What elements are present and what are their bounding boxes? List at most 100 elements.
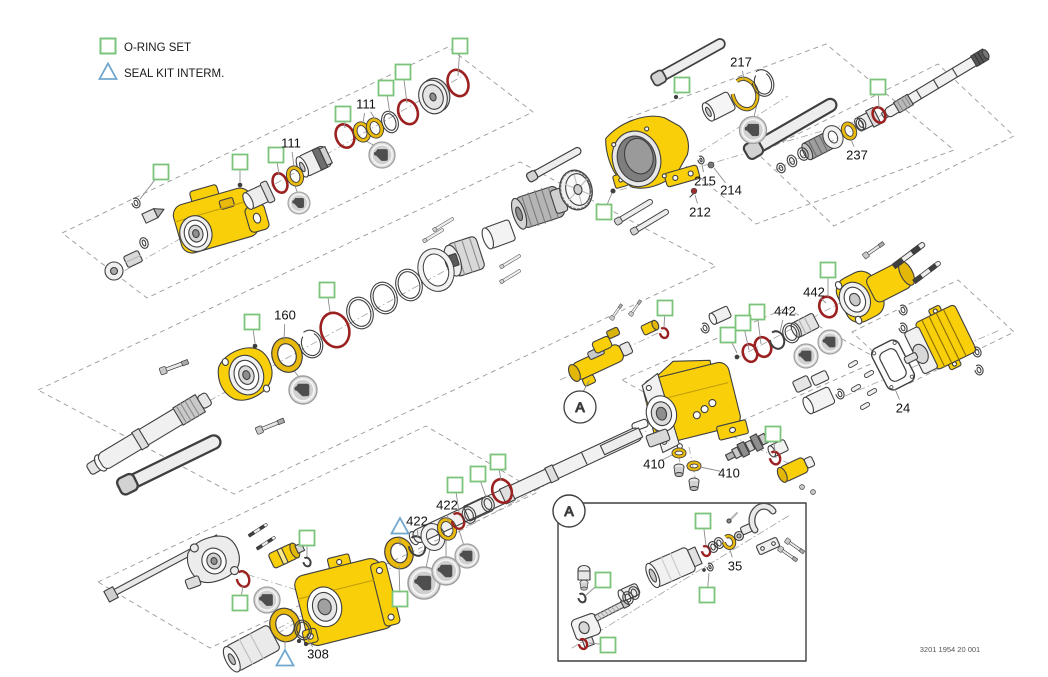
assembly-bellhousing bbox=[605, 34, 841, 237]
piston-shoe-icon bbox=[288, 375, 318, 405]
o-ring-set-marker bbox=[764, 425, 782, 443]
ring-part bbox=[381, 110, 399, 134]
callout-markers-layer bbox=[139, 37, 887, 667]
ring-part bbox=[835, 388, 845, 400]
o-ring-set-marker bbox=[243, 313, 261, 331]
ring-part bbox=[131, 197, 141, 209]
small-part-dot bbox=[303, 641, 309, 647]
part-number-label: 215 bbox=[694, 174, 716, 189]
o-ring-set-marker bbox=[267, 146, 285, 164]
ring-part bbox=[706, 562, 714, 572]
o-ring-set-marker bbox=[656, 299, 674, 317]
small-part-dot bbox=[799, 484, 805, 490]
leader-line bbox=[398, 565, 401, 591]
leader-line bbox=[455, 493, 460, 513]
ring-part bbox=[707, 541, 719, 553]
ring-part bbox=[461, 506, 477, 524]
ring-part bbox=[751, 69, 775, 97]
ring-part bbox=[797, 147, 809, 161]
leader-line bbox=[276, 163, 280, 176]
o-ring-set-marker bbox=[599, 636, 617, 654]
o-ring-set-marker bbox=[694, 512, 712, 530]
o-ring-set-marker bbox=[673, 76, 691, 94]
ring-part bbox=[628, 586, 640, 600]
leader-line bbox=[699, 466, 721, 472]
ring-part bbox=[302, 556, 312, 568]
leader-line bbox=[252, 330, 256, 344]
assembly-top-left-motor bbox=[104, 77, 451, 281]
ring-part bbox=[298, 329, 324, 359]
document-number: 3201 1954 20 001 bbox=[920, 645, 980, 654]
relief-valve bbox=[776, 456, 816, 483]
part-number-label: 308 bbox=[307, 647, 329, 662]
o-ring-set-marker bbox=[152, 163, 170, 181]
small-part-dot bbox=[810, 489, 816, 495]
part-number-label: 160 bbox=[274, 308, 296, 323]
part-number-label: 422 bbox=[406, 514, 428, 529]
ring-part bbox=[370, 281, 398, 315]
ring-part bbox=[871, 106, 887, 124]
ring-part bbox=[346, 296, 374, 330]
ring-part bbox=[139, 237, 149, 249]
gear-pump-24 bbox=[903, 304, 977, 375]
motor-housing bbox=[172, 184, 270, 254]
leader-line bbox=[877, 95, 880, 109]
leader-line bbox=[713, 167, 726, 184]
inset-detail-box: A bbox=[552, 494, 807, 662]
ring-part bbox=[776, 162, 786, 174]
leader-line bbox=[457, 54, 460, 77]
part-number-label: 237 bbox=[846, 148, 868, 163]
ring-part bbox=[817, 295, 839, 319]
ring-part bbox=[730, 76, 760, 112]
o-ring-set-marker bbox=[231, 594, 249, 612]
piston-shoe-icon bbox=[253, 586, 281, 614]
small-parts-layer bbox=[237, 94, 816, 647]
leader-line bbox=[731, 342, 738, 354]
ring-part bbox=[898, 322, 908, 334]
o-ring-set-marker bbox=[446, 476, 464, 494]
ring-part bbox=[319, 311, 351, 349]
ring-part bbox=[269, 607, 301, 643]
part-number-label: 35 bbox=[728, 559, 742, 574]
leader-line bbox=[139, 178, 157, 200]
leader-line bbox=[773, 442, 776, 453]
seal-kit-marker bbox=[274, 648, 296, 667]
part-number-label: 217 bbox=[730, 55, 752, 70]
leader-line bbox=[480, 481, 487, 498]
o-ring-set-marker bbox=[819, 261, 837, 279]
o-ring-set-marker bbox=[594, 571, 612, 589]
part-labels-layer: 1111112172372152142121604424422441041042… bbox=[274, 55, 910, 662]
o-ring-set-marker bbox=[489, 453, 507, 471]
small-part-dot bbox=[237, 182, 243, 188]
ring-part bbox=[840, 121, 858, 141]
small-part-dot bbox=[734, 354, 740, 360]
drive-shaft bbox=[881, 48, 990, 119]
pulley-disc bbox=[418, 77, 451, 115]
leader-line bbox=[694, 194, 698, 204]
ring-part bbox=[768, 450, 782, 466]
aux-pump-442 bbox=[834, 260, 916, 325]
ring-part bbox=[417, 248, 455, 292]
leader-line bbox=[729, 549, 733, 558]
leader-line bbox=[742, 70, 745, 81]
small-part-dot bbox=[707, 161, 715, 169]
leader-line bbox=[703, 529, 707, 547]
ring-part bbox=[782, 322, 800, 344]
o-ring-set-marker bbox=[469, 465, 487, 483]
ring-part bbox=[658, 326, 670, 340]
leader-line bbox=[291, 151, 295, 168]
leader-line bbox=[850, 138, 855, 147]
small-part-dot bbox=[610, 188, 616, 194]
part-number-label: 111 bbox=[356, 97, 376, 112]
leader-line bbox=[283, 323, 286, 342]
leader-line bbox=[304, 635, 314, 647]
legend: O-RING SET SEAL KIT INTERM. bbox=[97, 37, 224, 80]
ring-part bbox=[271, 337, 303, 373]
ring-part bbox=[721, 534, 737, 550]
splined-shaft bbox=[86, 392, 212, 475]
leader-line bbox=[663, 316, 666, 329]
bearing-disc bbox=[559, 169, 593, 211]
seal-kit-legend-label: SEAL KIT INTERM. bbox=[124, 68, 224, 80]
leader-line bbox=[362, 112, 366, 124]
